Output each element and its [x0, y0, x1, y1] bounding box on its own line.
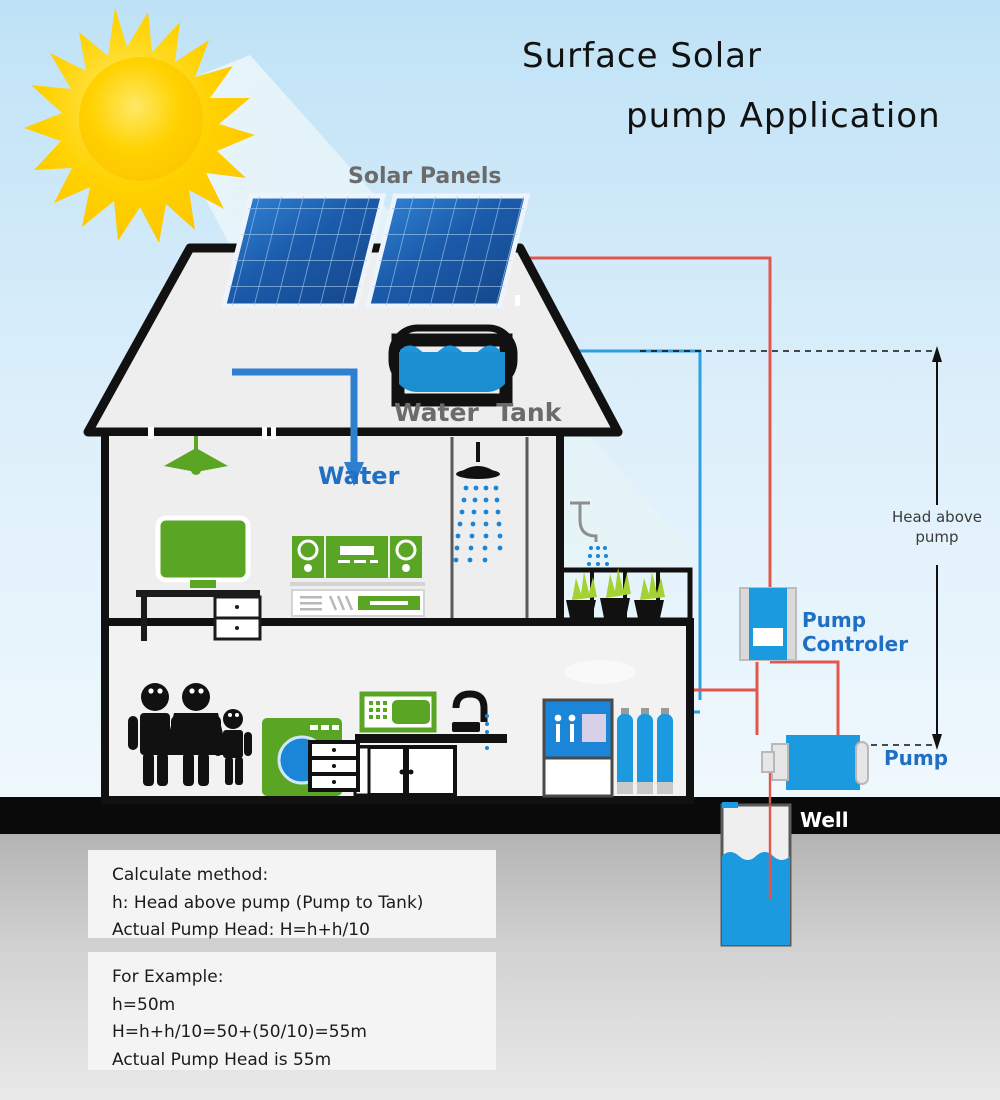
roof-vent-left: [148, 427, 154, 439]
wire-controller-to-pump-b: [770, 660, 840, 735]
water-purifier-icon: [542, 698, 614, 798]
pump-controller-icon: [739, 587, 797, 661]
head-above-pump-label-line2: pump: [915, 528, 959, 546]
water-label: Water: [318, 462, 400, 490]
example-box: For Example: h=50m H=h+h/10=50+(50/10)=5…: [88, 952, 496, 1070]
family-icon: [128, 683, 252, 786]
roof-vent-mid-b: [271, 427, 276, 439]
microwave-icon: [359, 691, 437, 733]
pump-controller-label-line2: Controler: [802, 632, 909, 656]
roof-vent-mid-a: [262, 427, 267, 439]
tap-icon: [570, 501, 609, 566]
sun-icon: [24, 8, 255, 243]
desk-icon: [136, 590, 262, 641]
roof-vent-right: [515, 295, 520, 306]
filter-tank-icon: [617, 708, 673, 794]
ceiling-lamp-icon: [164, 436, 228, 475]
calc-line-1: Calculate method:: [112, 865, 269, 885]
solar-panel-icon: [220, 193, 531, 309]
well-label: Well: [800, 808, 849, 832]
wire-panel-to-controller: [430, 256, 772, 588]
solar-panels-label: Solar Panels: [348, 164, 502, 189]
example-line-4: Actual Pump Head is 55m: [112, 1049, 332, 1070]
page-title-line2: pump Application: [626, 96, 941, 136]
calc-line-3: Actual Pump Head: H=h+h/10: [112, 920, 370, 941]
example-line-1: For Example:: [112, 967, 224, 987]
well-icon: [720, 802, 792, 947]
head-above-pump-label-line1: Head above: [892, 508, 982, 526]
potted-plant-icon: [566, 568, 665, 618]
kitchen-sink-icon: [308, 690, 507, 797]
dimension-arrow-icon: [640, 346, 942, 750]
down-arrow-icon: [232, 368, 364, 486]
decor-highlight: [564, 660, 636, 684]
surface-pump-icon: [761, 735, 869, 790]
pump-controller-label-line1: Pump: [802, 608, 867, 632]
example-line-2: h=50m: [112, 994, 176, 1015]
water-tank-label: Water Tank: [394, 398, 562, 427]
example-line-3: H=h+h/10=50+(50/10)=55m: [112, 1022, 367, 1043]
calculate-method-box: Calculate method: h: Head above pump (Pu…: [88, 850, 496, 940]
calc-line-2: h: Head above pump (Pump to Tank): [112, 892, 424, 913]
tv-icon: [155, 515, 251, 588]
water-tank-icon: [388, 324, 518, 407]
page-title-line1: Surface Solar: [522, 36, 762, 76]
shower-icon: [453, 442, 503, 563]
pump-label: Pump: [884, 746, 949, 770]
stereo-icon: [290, 536, 425, 617]
